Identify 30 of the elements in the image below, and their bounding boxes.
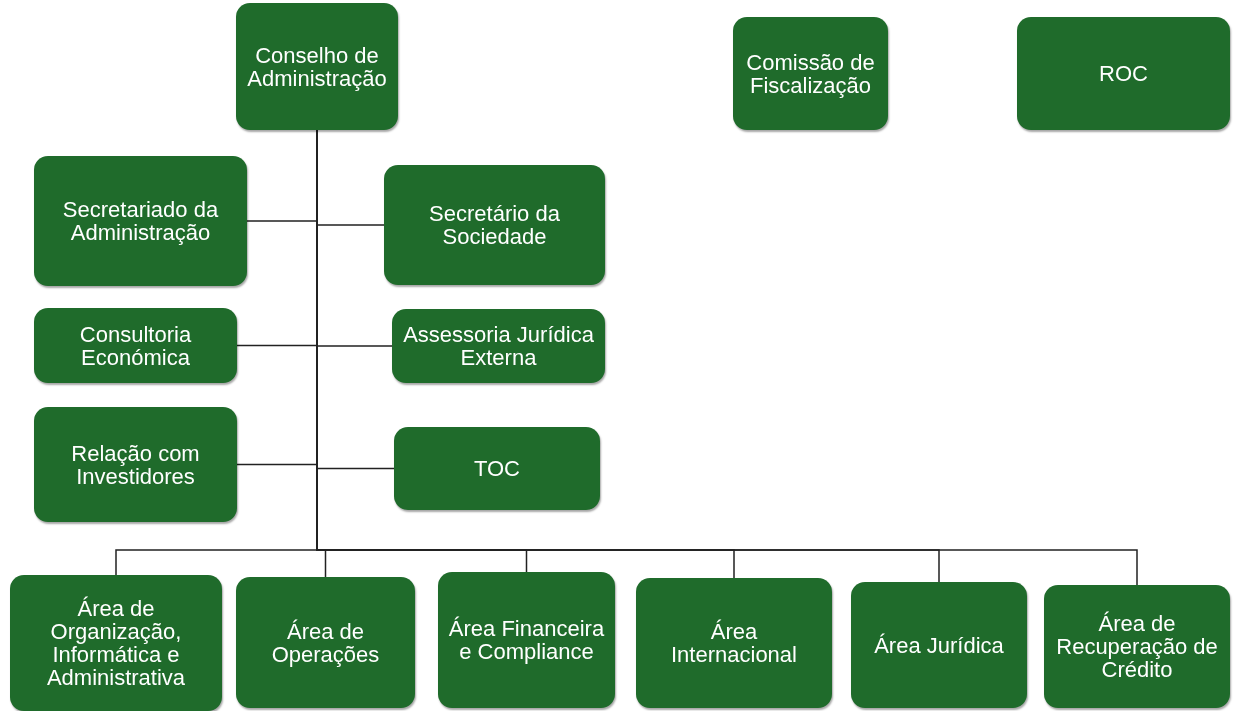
- org-unit-box: [733, 17, 888, 130]
- org-unit-box: [851, 582, 1027, 708]
- org-unit-box: [10, 575, 222, 711]
- org-unit-box: [1017, 17, 1230, 130]
- org-unit-box: [384, 165, 605, 285]
- unit-name: Área Internacional: [670, 620, 798, 666]
- org-unit-box: [236, 577, 415, 708]
- org-unit-box: [394, 427, 600, 510]
- unit-name: Secretário da Sociedade: [428, 202, 561, 248]
- unit-name: Área de Recuperação de Crédito: [1055, 612, 1219, 681]
- org-unit-box: [34, 156, 247, 286]
- org-unit-box: [34, 407, 237, 522]
- unit-name: Secretariado da Administração: [61, 198, 220, 244]
- unit-name: ROC: [1099, 62, 1148, 85]
- org-unit-box: [236, 3, 398, 130]
- unit-name: TOC: [473, 457, 520, 480]
- unit-name: Área de Organização, Informática e Administrativa: [45, 597, 187, 689]
- unit-name: Conselho de Administração: [246, 43, 388, 90]
- org-unit-box: [392, 309, 605, 383]
- unit-name: Relação com Investidores: [70, 441, 201, 488]
- unit-name: Área Financeira e Compliance: [447, 617, 606, 663]
- unit-name: Área de Operações: [270, 619, 381, 666]
- unit-name: Comissão de Fiscalização: [745, 50, 876, 97]
- unit-name: Assessoria Jurídica Externa: [402, 323, 595, 369]
- org-unit-box: [636, 578, 832, 708]
- unit-name: Área Jurídica: [874, 633, 1004, 657]
- org-unit-box: [1044, 585, 1230, 708]
- org-unit-box: [34, 308, 237, 383]
- unit-name: Consultoria Económica: [78, 322, 193, 369]
- org-unit-box: [438, 572, 615, 708]
